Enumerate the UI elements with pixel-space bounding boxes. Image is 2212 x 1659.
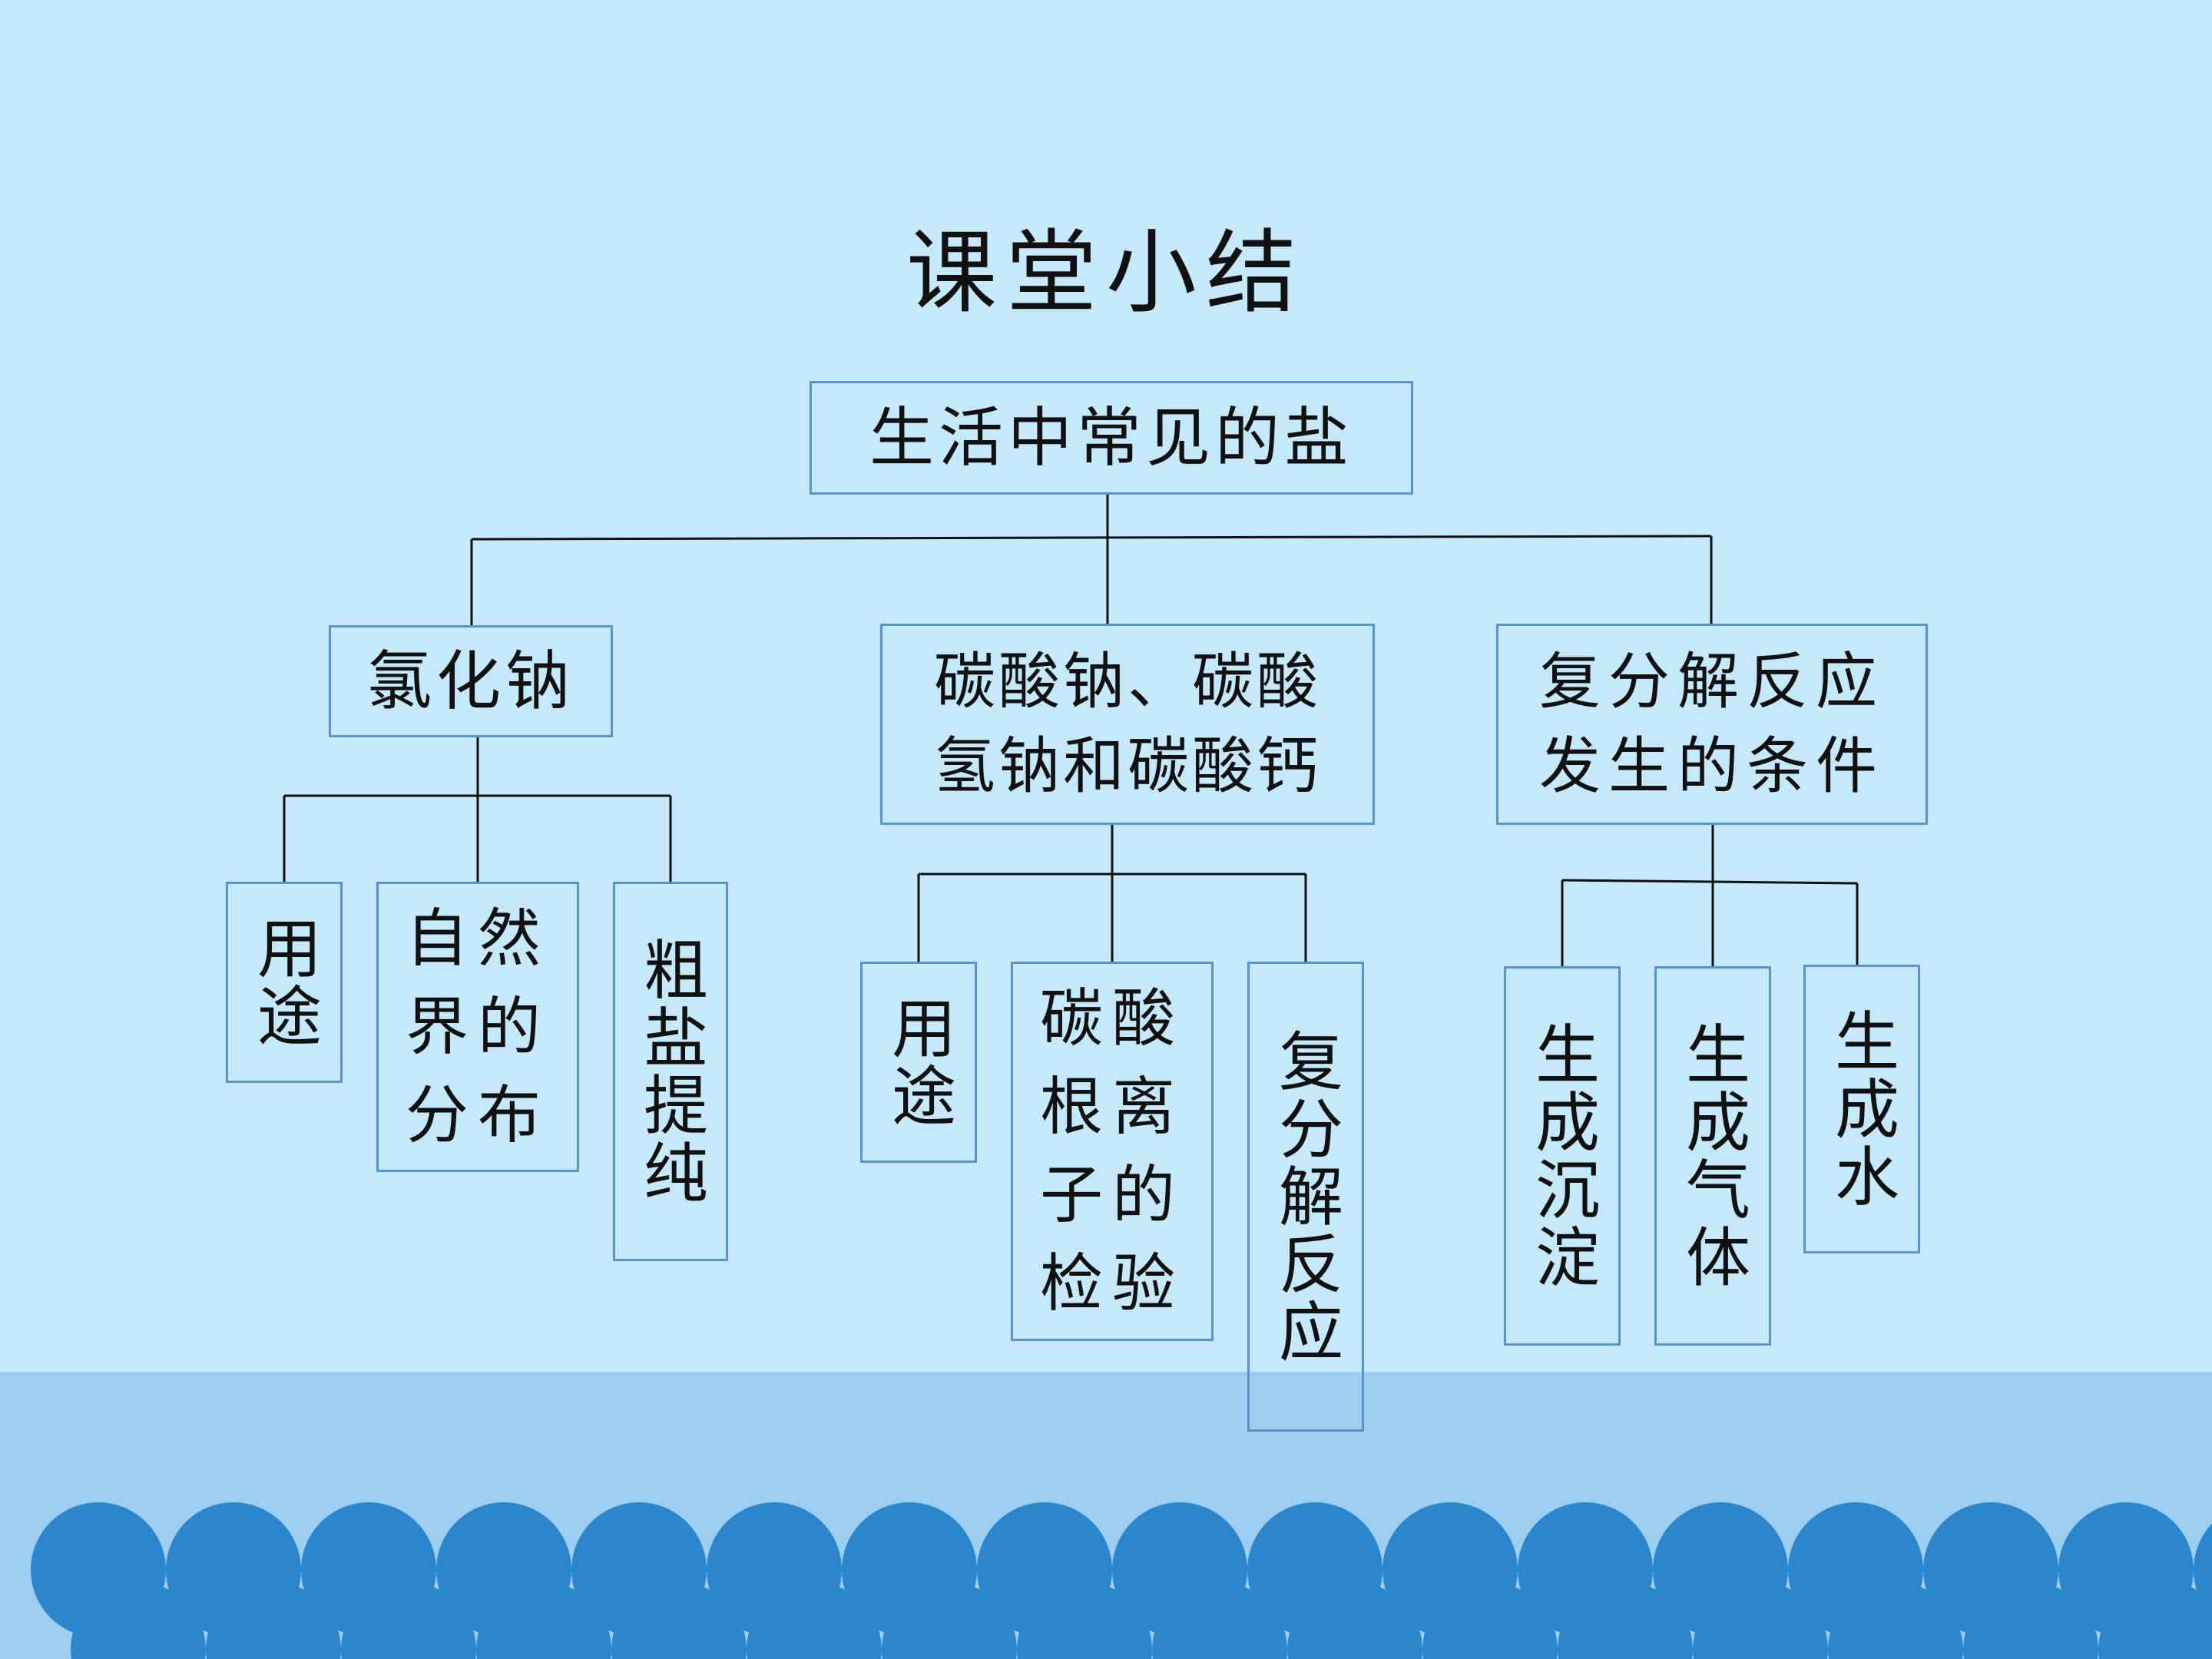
root-label: 生活中常见的盐 [869,400,1353,475]
branch-node-carbonates: 碳酸钠、碳酸 氢钠和碳酸钙 [880,624,1375,825]
wave-scallop [1963,1582,2098,1659]
leaf-node-forms-water: 生成水 [1803,965,1920,1253]
leaf-label: 用途 [247,915,323,1050]
wave-scallop [1422,1582,1558,1659]
connector-line [471,535,1712,541]
wave-scallop [1558,1582,1693,1659]
wave-scallop [1287,1582,1422,1659]
branch-label-line: 复分解反应 [1539,646,1885,717]
wave-scallop [611,1582,747,1659]
leaf-label: 粗盐提纯 [633,936,709,1207]
wave-scallop [2098,1582,2212,1659]
wave-scallop [1017,1582,1152,1659]
leaf-node-salt-purification: 粗盐提纯 [613,882,728,1261]
leaf-node-nacl-uses: 用途 [226,882,343,1083]
leaf-node-forms-gas: 生成气体 [1654,966,1771,1346]
wave-scallop [1828,1582,1963,1659]
leaf-label: 生成水 [1824,1008,1900,1210]
leaf-label: 碳酸 根离 子的 检验 [1039,982,1184,1320]
leaf-node-natural-distribution: 自然 界的 分布 [376,882,579,1172]
branch-node-sodium-chloride: 氯化钠 [329,625,613,737]
wave-scallop [71,1582,206,1659]
wave-scallop [341,1582,476,1659]
branch-label-line: 碳酸钠、碳酸 [934,646,1321,717]
leaf-node-carbonate-uses: 用途 [860,962,977,1163]
leaf-node-double-decomposition: 复分解反应 [1247,962,1364,1432]
page-title: 课堂小结 [906,220,1306,326]
leaf-label: 生成沉淀 [1525,1021,1601,1291]
wave-scallop [206,1582,341,1659]
wave-scallop [1693,1582,1828,1659]
leaf-node-forms-precipitate: 生成沉淀 [1504,966,1621,1346]
leaf-label: 复分解反应 [1268,1028,1344,1366]
branch-label-line: 氢钠和碳酸钙 [934,730,1321,802]
branch-node-double-decomposition-conditions: 复分解反应 发生的条件 [1496,624,1928,825]
leaf-label: 用途 [881,995,957,1130]
wave-scallop [747,1582,882,1659]
branch-label-line: 发生的条件 [1539,730,1885,802]
branch-label: 氯化钠 [366,644,575,719]
leaf-label: 自然 界的 分布 [405,902,550,1152]
wave-scallop [882,1582,1017,1659]
wave-scallop [476,1582,611,1659]
leaf-label: 生成气体 [1675,1021,1751,1291]
connector-line [1561,879,1858,885]
leaf-node-carbonate-ion-test: 碳酸 根离 子的 检验 [1011,962,1214,1341]
root-node: 生活中常见的盐 [810,381,1413,495]
wave-scallop [1152,1582,1287,1659]
